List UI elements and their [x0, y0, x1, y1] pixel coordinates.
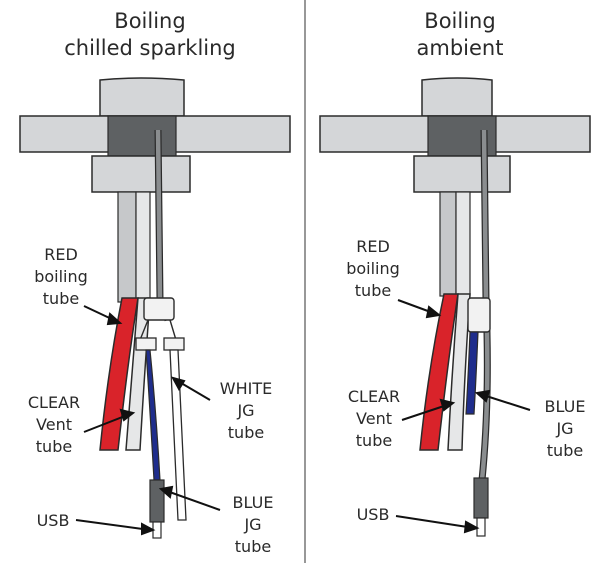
right-usb-tip	[476, 517, 486, 537]
left-label-red-line2: boiling	[34, 267, 88, 286]
left-red-tube	[99, 297, 139, 451]
left-label-clear-line3: tube	[35, 437, 73, 456]
right-title-line2: ambient	[416, 36, 504, 60]
left-y-connector	[143, 297, 175, 321]
left-title: Boiling chilled sparkling	[0, 8, 300, 62]
right-clear-tube	[447, 293, 471, 451]
right-arrows	[395, 299, 531, 534]
right-tap-head	[421, 77, 493, 117]
left-column-inner	[135, 191, 151, 303]
left-label-blue-line2: JG	[244, 515, 262, 534]
left-label-white-line2: JG	[237, 401, 255, 420]
left-label-red: RED boiling tube	[26, 244, 96, 310]
left-label-red-line1: RED	[44, 245, 78, 264]
right-label-red-line1: RED	[356, 237, 390, 256]
left-label-white-line3: tube	[227, 423, 265, 442]
right-label-usb: USB	[356, 505, 390, 524]
right-title-line1: Boiling	[424, 9, 496, 33]
left-tap-head	[99, 77, 185, 117]
right-label-red-line2: boiling	[346, 259, 400, 278]
right-label-clear-line2: Vent	[356, 409, 392, 428]
right-column	[439, 191, 457, 297]
right-connector	[467, 297, 491, 333]
left-fixing-nut	[91, 155, 191, 193]
left-label-white-line1: WHITE	[219, 379, 273, 398]
left-label-clear-line1: CLEAR	[27, 393, 81, 412]
right-label-blue-line1: BLUE	[544, 397, 586, 416]
right-usb-plug	[473, 477, 489, 519]
left-connector-a	[135, 337, 157, 351]
left-tap-assembly	[19, 77, 291, 539]
right-label-blue: BLUE JG tube	[530, 396, 600, 462]
left-connector-b	[163, 337, 185, 351]
right-label-clear: CLEAR Vent tube	[334, 386, 414, 452]
right-label-red-line3: tube	[354, 281, 392, 300]
left-y-split	[139, 319, 177, 341]
left-label-clear-line2: Vent	[36, 415, 72, 434]
left-shank	[107, 115, 177, 157]
left-blue-tube	[145, 349, 161, 481]
right-label-blue-line2: JG	[556, 419, 574, 438]
right-tap-assembly	[319, 77, 591, 537]
right-label-clear-line3: tube	[355, 431, 393, 450]
left-arrows	[75, 305, 221, 536]
left-white-tube	[169, 349, 187, 521]
right-label-blue-line3: tube	[546, 441, 584, 460]
right-column-inner	[455, 191, 471, 297]
left-usb-plug	[149, 479, 165, 523]
right-title: Boiling ambient	[310, 8, 609, 62]
left-title-line2: chilled sparkling	[64, 36, 236, 60]
left-title-line1: Boiling	[114, 9, 186, 33]
left-label-blue-line3: tube	[234, 537, 272, 556]
left-label-usb: USB	[36, 511, 70, 530]
left-label-blue: BLUE JG tube	[218, 492, 288, 558]
left-label-red-line3: tube	[42, 289, 80, 308]
left-label-white: WHITE JG tube	[206, 378, 286, 444]
right-label-red: RED boiling tube	[338, 236, 408, 302]
right-blue-tube	[465, 331, 479, 415]
left-column	[117, 191, 137, 303]
right-fixing-nut	[413, 155, 511, 193]
right-label-clear-line1: CLEAR	[347, 387, 401, 406]
left-label-clear: CLEAR Vent tube	[14, 392, 94, 458]
left-label-blue-line1: BLUE	[232, 493, 274, 512]
